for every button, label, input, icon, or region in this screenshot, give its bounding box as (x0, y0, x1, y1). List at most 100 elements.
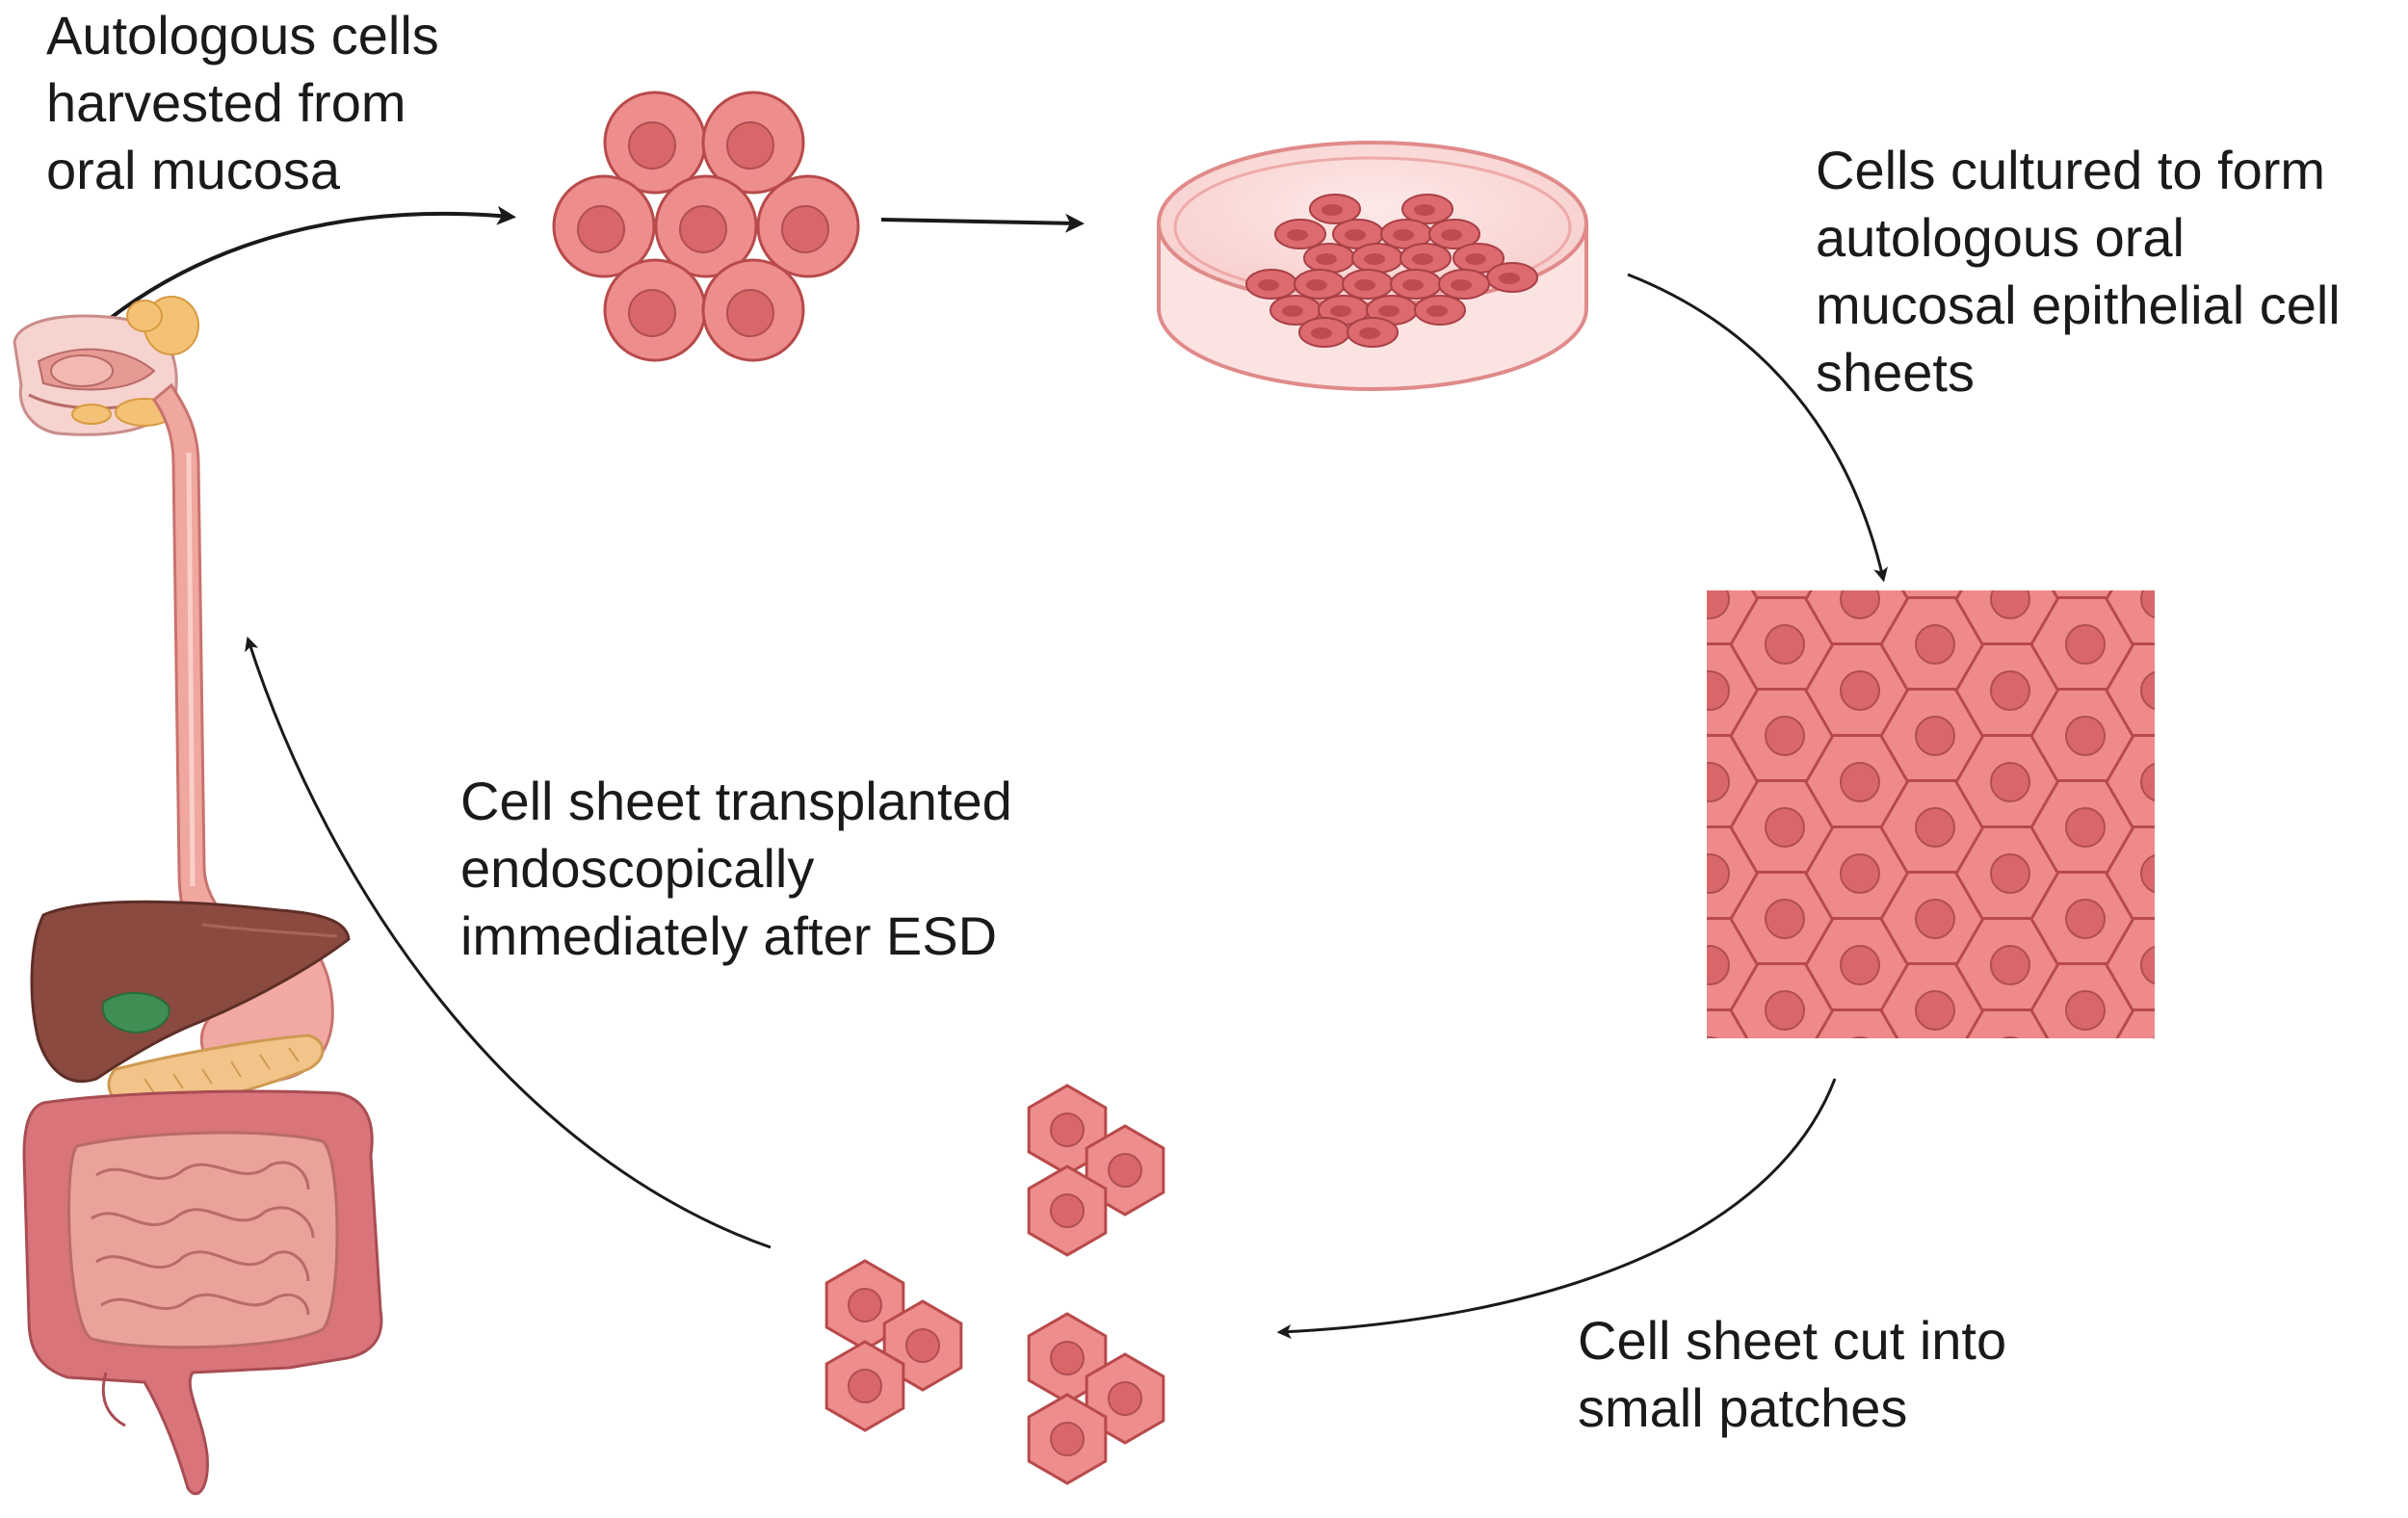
cultured-cell-icon (1298, 317, 1350, 348)
sheet-cell-icon (2107, 1102, 2214, 1195)
cell-patch-icon (824, 1259, 963, 1432)
label-culture: Cells cultured to form autologous oral m… (1816, 137, 2341, 406)
small-intestine-icon (67, 1131, 339, 1349)
sheet-cell-icon (1954, 917, 2066, 1013)
label-culture-line-3: mucosal epithelial cell (1816, 275, 2341, 335)
label-transplant-line-2: endoscopically (460, 838, 815, 899)
label-harvest-line-3: oral mucosa (46, 140, 341, 200)
label-culture-line-4: sheets (1816, 342, 1975, 403)
arrow-dish-to-sheet (1627, 273, 1888, 583)
cell-icon (701, 91, 805, 195)
sheet-cell-icon (2182, 1147, 2290, 1241)
sheet-cell-icon (1581, 873, 1688, 966)
label-harvest-line-2: harvested from (46, 72, 406, 133)
sheet-cell-icon (2182, 1056, 2290, 1149)
cultured-cell-icon (1351, 243, 1403, 274)
sheet-cell-icon (1956, 1102, 2064, 1195)
sheet-cell-icon (1806, 1102, 1914, 1195)
sheet-cell-icon (2182, 690, 2290, 783)
sheet-cell-icon (2031, 1056, 2139, 1149)
sheet-cell-icon (1581, 598, 1688, 692)
cell-patch-icon (1027, 1084, 1165, 1257)
cultured-cell-icon (1274, 219, 1326, 249)
cultured-cell-icon (1309, 194, 1361, 224)
label-culture-line-1: Cells cultured to form (1816, 140, 2326, 200)
label-transplant-line-3: immediately after ESD (460, 905, 998, 966)
arrow-patches-to-esophagus (245, 636, 772, 1249)
epithelial-cell-sheet (1581, 461, 2290, 1241)
sheet-cell-icon (1881, 1056, 1989, 1149)
sheet-cell-icon (1750, 590, 1819, 601)
sheet-cell-icon (2182, 873, 2290, 966)
liver-icon (30, 900, 351, 1084)
petri-dish-culture (1157, 141, 1588, 391)
cell-patch-icon (1027, 1312, 1165, 1485)
cultured-cell-icon (1342, 269, 1394, 300)
sheet-cell-icon (2031, 1147, 2139, 1241)
label-culture-line-2: autologous oral (1816, 207, 2185, 268)
label-cut-line-2: small patches (1578, 1377, 1908, 1438)
sheet-cell-icon (1581, 964, 1688, 1058)
cell-icon (603, 258, 707, 362)
label-transplant-line-1: Cell sheet transplanted (460, 771, 1012, 831)
cultured-cell-icon (1438, 269, 1490, 300)
label-harvest: Autologous cells harvested from oral muc… (46, 2, 439, 204)
digestive-tract-anatomy (13, 296, 383, 1496)
cultured-cell-icon (1486, 262, 1538, 293)
harvested-cell-cluster (552, 91, 860, 362)
sheet-cell-icon (2105, 642, 2155, 739)
sheet-cell-icon (2105, 734, 2155, 830)
gallbladder-icon (101, 991, 170, 1034)
sheet-cell-icon (1881, 1147, 1989, 1241)
cultured-cell-icon (1390, 269, 1442, 300)
label-harvest-line-1: Autologous cells (46, 5, 439, 65)
process-arrows (109, 205, 1888, 1339)
sheet-cell-icon (1656, 461, 1764, 555)
arrow-cells-to-dish (880, 213, 1085, 233)
sheet-cell-icon (1900, 590, 1970, 601)
small-cell-patches (824, 1084, 1165, 1485)
sheet-cell-icon (1581, 507, 1688, 600)
sheet-cell-icon (2182, 781, 2290, 875)
cell-icon (603, 91, 707, 195)
cell-icon (552, 174, 656, 278)
cultured-cell-icon (1245, 269, 1297, 300)
cultured-cell-icon (1414, 295, 1466, 326)
arrow-sheet-to-patches (1276, 1078, 1837, 1339)
sheet-cell-icon (2029, 779, 2141, 876)
cell-icon (654, 174, 758, 278)
sheet-cell-icon (2115, 1008, 2155, 1038)
cultured-cell-icon (1294, 269, 1346, 300)
cultured-cell-icon (1428, 219, 1480, 249)
cultured-cell-icon (1303, 243, 1355, 274)
sheet-cell-icon (2107, 461, 2214, 555)
sheet-cell-icon (2105, 917, 2155, 1013)
label-cut: Cell sheet cut into small patches (1578, 1307, 2006, 1442)
sheet-cell-icon (1879, 688, 1991, 784)
sheet-cell-icon (2105, 825, 2155, 922)
label-transplant: Cell sheet transplanted endoscopically i… (460, 768, 1012, 970)
sheet-cell-icon (1729, 779, 1841, 876)
sheet-cell-icon (2182, 964, 2290, 1058)
sheet-cell-icon (2051, 590, 2120, 601)
sheet-cell-icon (1954, 642, 2066, 739)
cultured-cell-icon (1332, 219, 1384, 249)
label-cut-line-1: Cell sheet cut into (1578, 1310, 2007, 1371)
cultured-cell-icon (1347, 317, 1399, 348)
arrow-harvest-to-cells (109, 205, 516, 320)
cultured-cell-icon (1269, 295, 1322, 326)
sheet-cell-icon (1954, 734, 2066, 830)
sheet-cell-icon (1731, 1056, 1839, 1149)
sheet-cell-icon (2182, 507, 2290, 600)
cultured-cell-icon (1400, 243, 1452, 274)
cultured-cell-icon (1380, 219, 1432, 249)
cultured-cells (1245, 194, 1538, 348)
sheet-cell-icon (2182, 598, 2290, 692)
cell-icon (756, 174, 860, 278)
sheet-cell-icon (1581, 690, 1688, 783)
sheet-cell-icon (1581, 1147, 1688, 1241)
sheet-cell-icon (1581, 1056, 1688, 1149)
sheet-cell-icon (1804, 642, 1916, 739)
